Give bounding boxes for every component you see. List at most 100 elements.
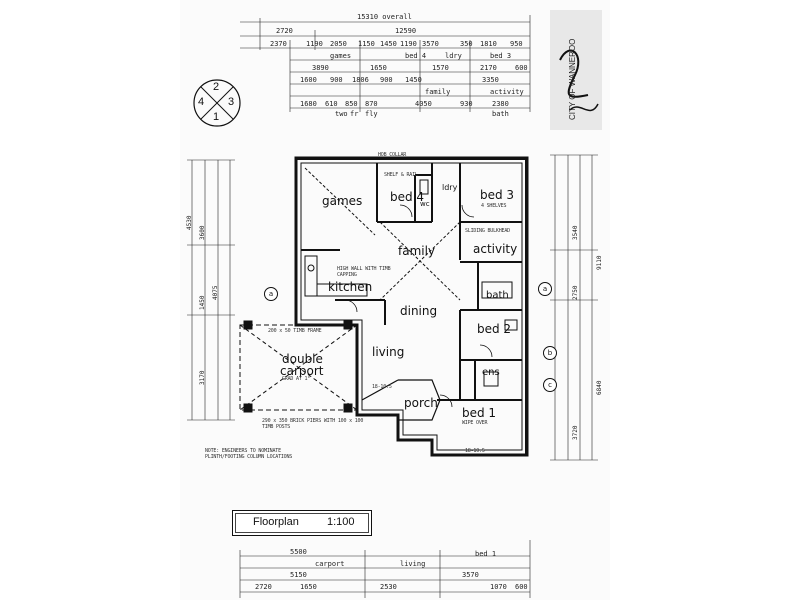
- door-swings: [344, 204, 493, 408]
- dim-top-4-1: 900: [330, 76, 343, 84]
- dim-top-4-5: 3350: [482, 76, 499, 84]
- dim-bottom-5: 1070: [490, 583, 507, 591]
- dim-top-2-2: 2050: [330, 40, 347, 48]
- drawing-sheet: [180, 0, 610, 600]
- dim-top-2-8: 1810: [480, 40, 497, 48]
- dim-bottom-4: 3570: [462, 571, 479, 579]
- dim-top-6-0: two: [335, 110, 348, 118]
- dim-top-3-1: 1650: [370, 64, 387, 72]
- dim-top-5-5: 930: [460, 100, 473, 108]
- note-bed1-dims: 18-10.5: [465, 448, 485, 454]
- dim-bottom-label-living: living: [400, 560, 426, 568]
- porch-outline: [361, 379, 441, 421]
- room-bed2: bed 2: [477, 322, 512, 336]
- compass-east: 3: [228, 96, 235, 108]
- dim-label-activity: activity: [490, 88, 524, 96]
- dim-bottom-0: 5150: [290, 571, 307, 579]
- dim-label-ldry: ldry: [445, 52, 462, 60]
- room-games: games: [322, 194, 363, 208]
- dim-top-5-0: 1680: [300, 100, 317, 108]
- dim-top-3-3: 2170: [480, 64, 497, 72]
- dim-top-5-3: 870: [365, 100, 378, 108]
- room-bed4: bed 4: [390, 190, 425, 204]
- dim-top-2-0: 2370: [270, 40, 287, 48]
- dim-left-2: 1450: [199, 295, 206, 310]
- note-grad: GRAD AT 1°: [282, 376, 311, 382]
- room-bath: bath: [486, 290, 509, 301]
- left-dimension-lines: [187, 159, 235, 421]
- dim-top-5-4: 4050: [415, 100, 432, 108]
- dim-top-4-3: 900: [380, 76, 393, 84]
- dim-top-5-1: 610: [325, 100, 338, 108]
- wet-area-fixtures: [419, 179, 518, 387]
- dim-top-2-7: 350: [460, 40, 473, 48]
- dim-label-bed3: bed 3: [490, 52, 512, 60]
- dim-bottom-total: 5500: [290, 548, 307, 556]
- room-living: living: [372, 345, 405, 359]
- dim-top-4-0: 1600: [300, 76, 317, 84]
- dim-top-2-6: 3570: [422, 40, 439, 48]
- compass-rose: 2 4 3 1: [192, 78, 242, 128]
- marker-a-left: a: [264, 287, 278, 301]
- marker-b: b: [543, 346, 557, 360]
- title-block: Floorplan 1:100: [232, 510, 372, 536]
- dim-top-4-2: 1806: [352, 76, 369, 84]
- dim-top-3-0: 3890: [312, 64, 329, 72]
- title-block-inner: [235, 513, 369, 533]
- dim-top-1-0: 2720: [276, 27, 293, 35]
- room-porch: porch: [404, 396, 438, 410]
- dim-left-1: 3600: [199, 225, 206, 240]
- note-kitchen: HIGH WALL WITH TIMB CAPPING: [337, 266, 391, 278]
- room-kitchen: kitchen: [328, 280, 373, 294]
- title-scale: 1:100: [327, 516, 355, 528]
- dim-top-1-1: 12590: [395, 27, 417, 35]
- marker-c: c: [543, 378, 557, 392]
- dim-right-sub: 6840: [596, 380, 603, 395]
- note-brick-piers: 290 x 350 BRICK PIERS WITH 100 x 100 TIM…: [262, 418, 364, 430]
- dim-bottom-6: 600: [515, 583, 528, 591]
- note-engineers: NOTE: ENGINEERS TO NOMINATE PLINTH/FOOTI…: [205, 448, 293, 460]
- dim-top-3-2: 1570: [432, 64, 449, 72]
- dim-top-6-2: fly: [365, 110, 378, 118]
- dim-label-games: games: [330, 52, 352, 60]
- compass-west: 4: [198, 96, 205, 108]
- dim-top-4-4: 1450: [405, 76, 422, 84]
- carport-outline: [239, 320, 358, 413]
- marker-a-right: a: [538, 282, 552, 296]
- note-porch-dims: 18-10.5: [372, 384, 392, 390]
- dim-right-2: 3720: [572, 425, 579, 440]
- room-ens: ens: [482, 367, 500, 378]
- dim-right-total: 9110: [596, 255, 603, 270]
- note-wipe: WIPE OVER: [462, 420, 488, 426]
- room-dining: dining: [400, 304, 438, 318]
- dim-bottom-1: 2720: [255, 583, 272, 591]
- angled-openings: [304, 167, 461, 301]
- dim-top-2-5: 1190: [400, 40, 417, 48]
- dim-bottom-2: 1650: [300, 583, 317, 591]
- top-dimension-lines: [240, 15, 531, 112]
- dim-bottom-label-bed1: bed 1: [475, 550, 497, 558]
- room-double: double: [282, 352, 323, 366]
- compass-south: 1: [213, 111, 220, 123]
- room-family: family: [398, 244, 436, 258]
- dim-label-family: family: [425, 88, 451, 96]
- note-walls: 200 x 50 TIMB FRAME: [268, 328, 322, 334]
- room-carport: carport: [280, 364, 324, 378]
- dim-top-2-3: 1150: [358, 40, 375, 48]
- dim-top-6-1: fr: [350, 110, 359, 118]
- wall-hatching: [296, 158, 527, 455]
- dim-top-2-9: 950: [510, 40, 523, 48]
- room-bed1: bed 1: [462, 406, 497, 420]
- note-sliding: SLIDING BULKHEAD: [465, 228, 510, 234]
- dim-top-5-2: 850: [345, 100, 358, 108]
- title-label: Floorplan: [253, 516, 299, 528]
- dim-top-2-4: 1450: [380, 40, 397, 48]
- dim-left-3: 3170: [199, 370, 206, 385]
- note-shelf-rail: SHELF & RAIL: [384, 172, 418, 178]
- dim-right-1: 2750: [572, 285, 579, 300]
- room-bed3: bed 3: [480, 188, 515, 202]
- dim-overall: 15310 overall: [357, 13, 412, 21]
- dim-top-5-6: 2380: [492, 100, 509, 108]
- dim-left-0: 4530: [186, 215, 193, 230]
